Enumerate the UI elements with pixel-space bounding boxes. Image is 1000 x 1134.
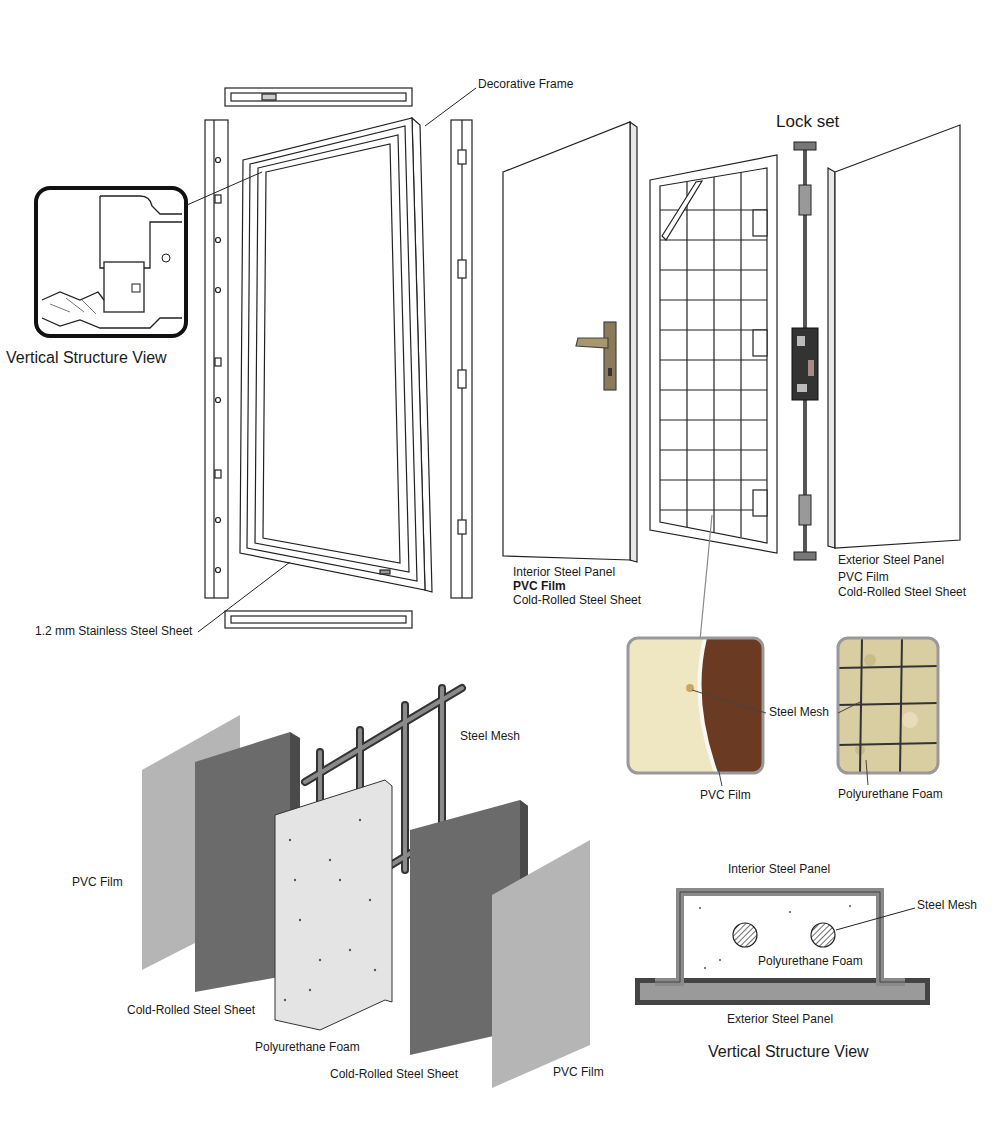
part-label: Steel Mesh xyxy=(767,706,831,720)
group-title: Lock set xyxy=(774,112,841,132)
leader-line xyxy=(700,515,712,640)
part-label: Cold-Rolled Steel Sheet xyxy=(836,586,968,600)
part-label: PVC Film xyxy=(70,876,125,890)
part-label: PVC Film xyxy=(836,571,891,585)
photo-foam-mesh xyxy=(838,638,938,773)
part-label: Interior Steel Panel xyxy=(511,566,617,580)
part-label: PVC Film xyxy=(511,580,568,594)
part-label: Cold-Rolled Steel Sheet xyxy=(511,594,643,608)
part-label: Polyurethane Foam xyxy=(253,1041,362,1055)
part-label: Polyurethane Foam xyxy=(836,788,945,802)
interior-panel xyxy=(503,122,637,562)
cross-section xyxy=(635,892,930,1005)
frame-assembly xyxy=(205,88,472,628)
exterior-panel xyxy=(828,125,960,548)
view-title: Vertical Structure View xyxy=(4,349,169,367)
part-label: PVC Film xyxy=(698,789,753,803)
part-label: Interior Steel Panel xyxy=(726,863,832,877)
lock-set xyxy=(792,142,818,560)
part-label: Steel Mesh xyxy=(458,730,522,744)
inset-detail xyxy=(36,172,262,336)
leader-line xyxy=(425,88,476,126)
mesh-core xyxy=(650,155,777,553)
part-label: Polyurethane Foam xyxy=(756,955,865,969)
part-label: Cold-Rolled Steel Sheet xyxy=(125,1004,257,1018)
part-label: Exterior Steel Panel xyxy=(725,1013,835,1027)
part-label: Steel Mesh xyxy=(915,899,979,913)
dimension-label: 1.2 mm Stainless Steel Sheet xyxy=(33,625,194,639)
part-label: PVC Film xyxy=(551,1066,606,1080)
part-label: Decorative Frame xyxy=(476,78,575,92)
view-title: Vertical Structure View xyxy=(706,1043,871,1061)
leader-lines xyxy=(692,690,868,786)
part-label: Exterior Steel Panel xyxy=(836,554,946,568)
part-label: Cold-Rolled Steel Sheet xyxy=(328,1068,460,1082)
layers-exploded xyxy=(142,688,590,1088)
leader-line xyxy=(198,562,290,632)
